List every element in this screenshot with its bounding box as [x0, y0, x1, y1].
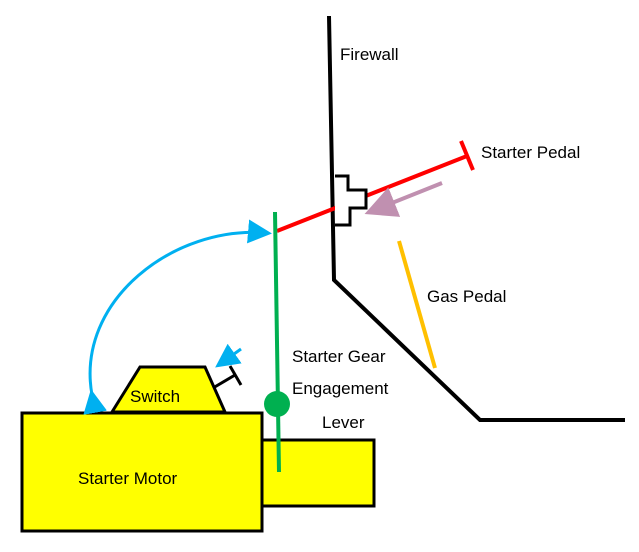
lever-pivot — [264, 391, 290, 417]
starter-pedal-end — [459, 140, 475, 171]
gas-pedal — [397, 240, 437, 369]
starter-pedal-label: Starter Pedal — [481, 143, 580, 162]
engagement-lever — [273, 211, 281, 473]
starter-motor-body — [20, 411, 264, 533]
firewall-line — [327, 15, 625, 422]
gas-pedal-label: Gas Pedal — [427, 287, 506, 306]
lever-label-line2: Engagement — [292, 379, 389, 398]
switch-label: Switch — [130, 387, 180, 406]
push-arrow — [364, 181, 443, 217]
lever-housing — [256, 438, 376, 508]
lever-label-line1: Starter Gear — [292, 347, 386, 366]
linkage-arrow — [83, 219, 272, 415]
starter-pedal-rod — [276, 154, 468, 233]
switch-plunger — [212, 373, 236, 390]
pedal-bracket — [335, 174, 368, 227]
starter-motor-label: Starter Motor — [78, 469, 178, 488]
firewall-label: Firewall — [340, 45, 399, 64]
lever-label-line3: Lever — [322, 413, 365, 432]
switch-press-arrow — [215, 343, 242, 368]
